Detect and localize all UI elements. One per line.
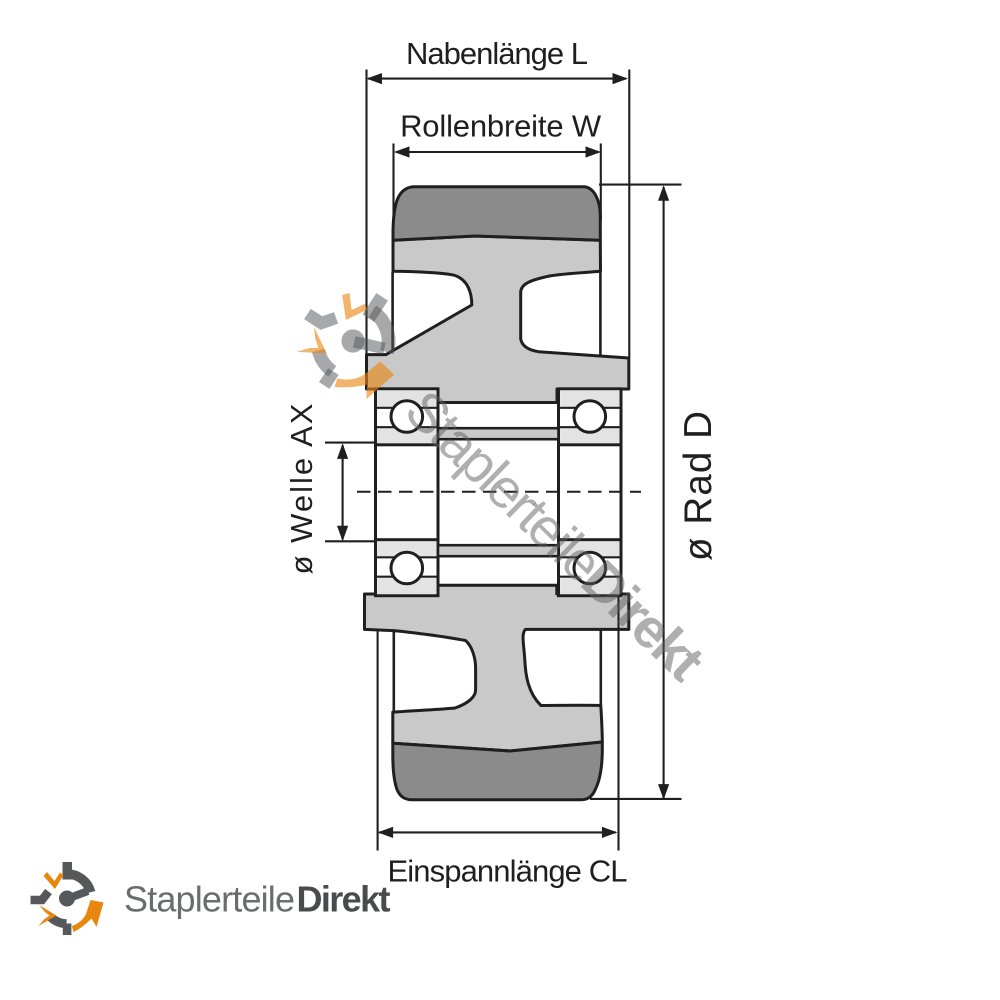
svg-text:Nabenlänge L: Nabenlänge L bbox=[406, 36, 588, 71]
svg-text:Staplerteile: Staplerteile bbox=[124, 879, 295, 920]
svg-text:Direkt: Direkt bbox=[297, 879, 391, 920]
svg-text:StaplerteileDirekt: StaplerteileDirekt bbox=[394, 378, 716, 692]
svg-text:ø Rad D: ø Rad D bbox=[677, 411, 720, 561]
svg-text:Einspannlänge CL: Einspannlänge CL bbox=[388, 854, 628, 889]
svg-text:ø Welle AX: ø Welle AX bbox=[284, 403, 319, 574]
svg-text:Rollenbreite W: Rollenbreite W bbox=[400, 108, 602, 143]
